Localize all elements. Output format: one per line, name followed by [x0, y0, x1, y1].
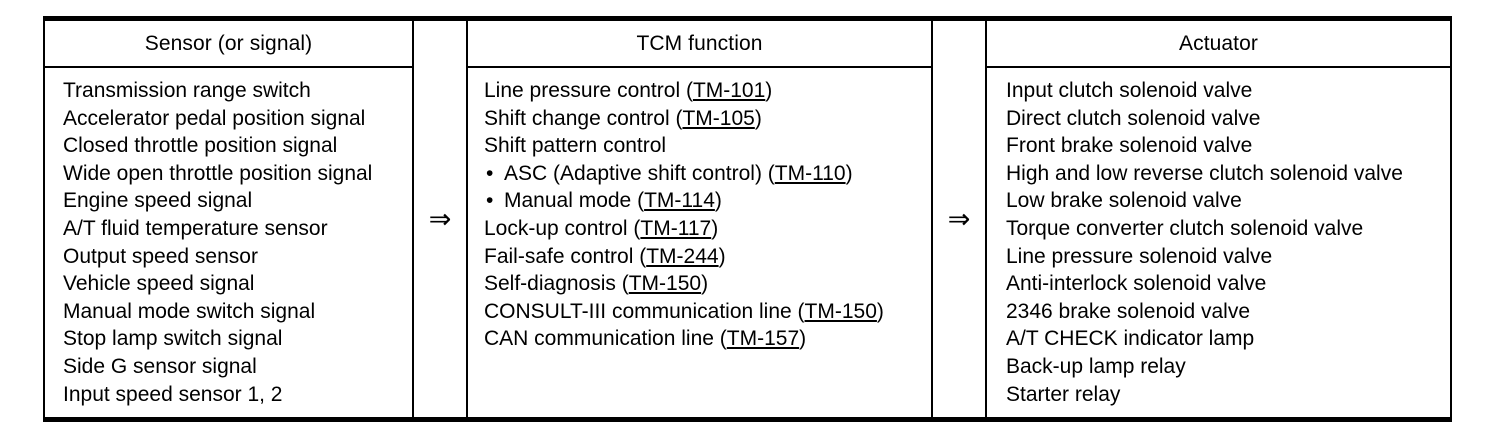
list-item: Manual mode switch signal — [63, 299, 316, 323]
list-item: Side G sensor signal — [63, 354, 257, 378]
list-item: Shift pattern control — [484, 132, 921, 160]
cross-reference-link[interactable]: TM-150 — [628, 272, 702, 296]
list-item: CONSULT-III communication line (TM-150) — [484, 298, 921, 326]
column-body-sensor: Transmission range switch Accelerator pe… — [45, 68, 412, 417]
list-item-label: ASC (Adaptive shift control) — [504, 161, 762, 185]
paren-close: ) — [701, 272, 709, 296]
cross-reference-link[interactable]: TM-157 — [726, 327, 800, 351]
list-item: Anti-interlock solenoid valve — [1006, 272, 1267, 296]
list-item: Accelerator pedal position signal — [63, 106, 366, 130]
list-item: Output speed sensor — [63, 244, 258, 268]
column-header-actuator: Actuator — [987, 21, 1450, 68]
double-right-arrow-icon: ⇒ — [428, 203, 452, 235]
list-item: A/T fluid temperature sensor — [63, 216, 328, 240]
column-body-tcm-function: Line pressure control (TM-101) Shift cha… — [468, 68, 931, 417]
list-item: Back-up lamp relay — [1006, 354, 1186, 378]
list-item: A/T CHECK indicator lamp — [1006, 327, 1255, 351]
list-item: CAN communication line (TM-157) — [484, 325, 921, 353]
list-item: Front brake solenoid valve — [1006, 134, 1253, 158]
list-item: Vehicle speed signal — [63, 272, 255, 296]
column-header-label: Actuator — [1178, 32, 1258, 55]
cross-reference-link[interactable]: TM-244 — [646, 244, 719, 268]
paren-close: ) — [845, 161, 853, 185]
double-right-arrow-icon: ⇒ — [947, 203, 971, 235]
list-item: Transmission range switch — [63, 79, 311, 102]
system-flow-table: Sensor (or signal) Transmission range sw… — [43, 16, 1452, 422]
bullet-icon: • — [486, 161, 494, 185]
list-item-label: Fail-safe control — [484, 244, 634, 268]
list-item: Input speed sensor 1, 2 — [63, 382, 283, 406]
arrow-sensor-to-tcm: ⇒ — [414, 21, 466, 417]
column-header-label: TCM function — [636, 32, 763, 55]
paren-open: ( — [615, 272, 629, 296]
cross-reference-link[interactable]: TM-117 — [640, 216, 712, 240]
list-item-label: Manual mode — [504, 189, 632, 213]
list-item-label: CONSULT-III communication line — [484, 299, 792, 323]
list-item: High and low reverse clutch solenoid val… — [1006, 161, 1403, 185]
paren-close: ) — [754, 106, 762, 130]
column-tcm-function: TCM function Line pressure control (TM-1… — [466, 21, 933, 417]
paren-close: ) — [876, 299, 884, 323]
paren-open: ( — [627, 216, 641, 240]
list-item: Fail-safe control (TM-244) — [484, 243, 921, 271]
list-item: Torque converter clutch solenoid valve — [1006, 216, 1364, 240]
list-item-label: Shift change control — [484, 106, 670, 130]
column-header-label: Sensor (or signal) — [144, 32, 313, 55]
list-item-label: Lock-up control — [484, 216, 628, 240]
list-item-label: CAN communication line — [484, 327, 714, 351]
bullet-icon: • — [486, 189, 494, 213]
paren-open: ( — [713, 327, 727, 351]
list-item-bullet: • Manual mode (TM-114) — [484, 187, 921, 215]
list-item: Stop lamp switch signal — [63, 327, 283, 351]
list-item: Lock-up control (TM-117) — [484, 215, 921, 243]
list-item: Line pressure control (TM-101) — [484, 77, 921, 105]
cross-reference-link[interactable]: TM-101 — [692, 79, 766, 102]
paren-close: ) — [799, 327, 807, 351]
paren-open: ( — [631, 189, 645, 213]
paren-close: ) — [714, 189, 722, 213]
cross-reference-link[interactable]: TM-114 — [644, 189, 715, 213]
list-item: Shift change control (TM-105) — [484, 105, 921, 133]
column-sensor: Sensor (or signal) Transmission range sw… — [43, 21, 414, 417]
paren-open: ( — [680, 79, 693, 102]
list-item: Low brake solenoid valve — [1006, 189, 1242, 213]
cross-reference-link[interactable]: TM-150 — [804, 299, 877, 323]
list-item: Line pressure solenoid valve — [1006, 244, 1273, 268]
paren-open: ( — [791, 299, 805, 323]
list-item: 2346 brake solenoid valve — [1006, 299, 1251, 323]
list-item: Engine speed signal — [63, 189, 253, 213]
arrow-tcm-to-actuator: ⇒ — [933, 21, 985, 417]
cross-reference-link[interactable]: TM-105 — [682, 106, 755, 130]
paren-open: ( — [761, 161, 775, 185]
list-item-bullet: • ASC (Adaptive shift control) (TM-110) — [484, 160, 921, 188]
table-row: Sensor (or signal) Transmission range sw… — [43, 21, 1452, 417]
list-item-label: Self-diagnosis — [484, 272, 616, 296]
list-item: Wide open throttle position signal — [63, 161, 373, 185]
paren-open: ( — [669, 106, 683, 130]
list-item: Self-diagnosis (TM-150) — [484, 270, 921, 298]
paren-open: ( — [633, 244, 647, 268]
column-actuator: Actuator Input clutch solenoid valve Dir… — [985, 21, 1452, 417]
cross-reference-link[interactable]: TM-110 — [774, 161, 846, 185]
column-header-tcm-function: TCM function — [468, 21, 931, 68]
list-item: Direct clutch solenoid valve — [1006, 106, 1261, 130]
list-item: Starter relay — [1006, 382, 1121, 406]
paren-close: ) — [718, 244, 726, 268]
list-item-label: Line pressure control — [484, 79, 681, 102]
column-header-sensor: Sensor (or signal) — [45, 21, 412, 68]
paren-close: ) — [711, 216, 719, 240]
list-item: Input clutch solenoid valve — [1006, 79, 1253, 102]
paren-close: ) — [765, 79, 773, 102]
column-body-actuator: Input clutch solenoid valve Direct clutc… — [987, 68, 1450, 417]
list-item-label: Shift pattern control — [484, 134, 667, 158]
list-item: Closed throttle position signal — [63, 134, 338, 158]
